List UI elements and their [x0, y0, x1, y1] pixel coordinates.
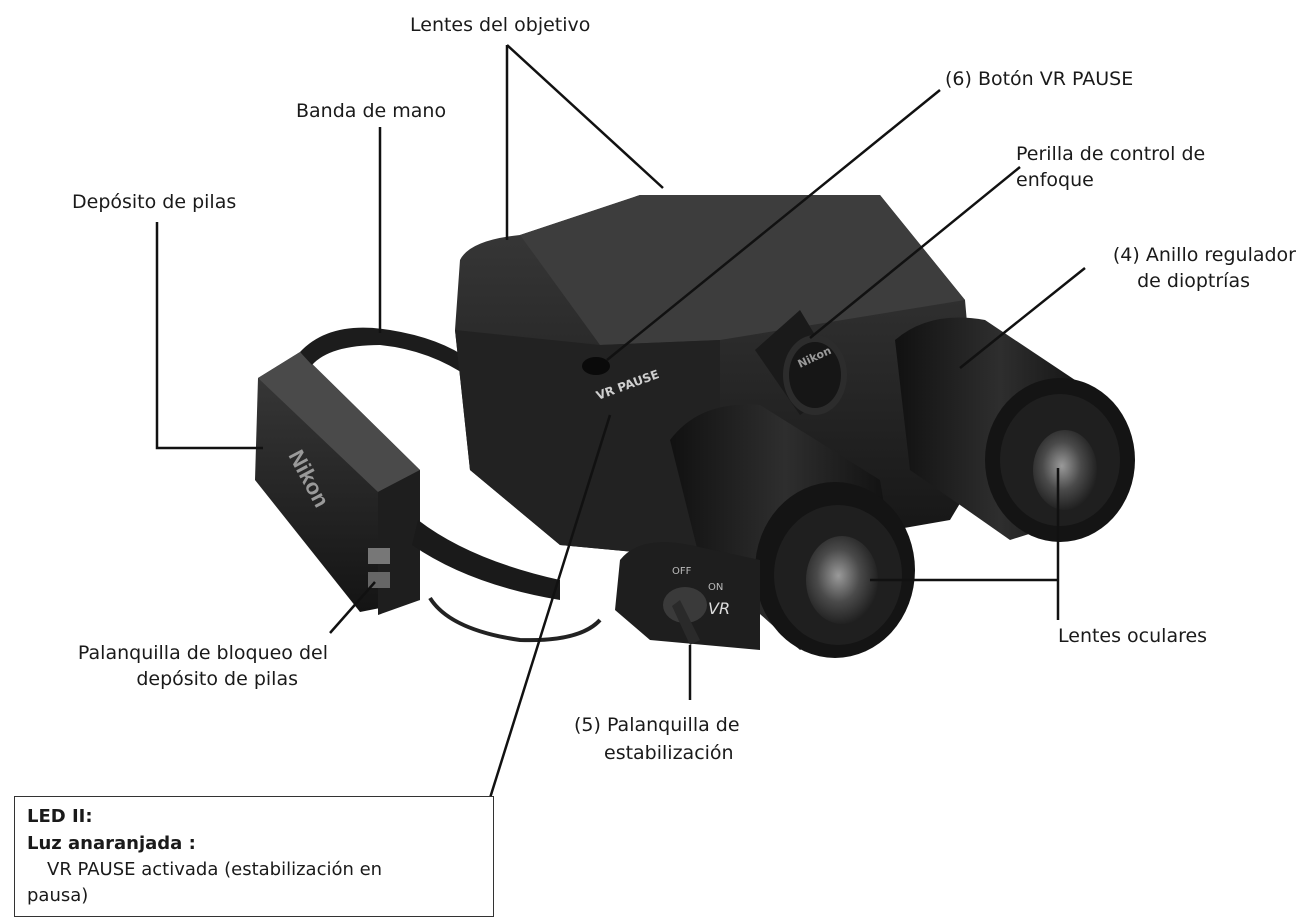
label-vr-pause-button: (6) Botón VR PAUSE [945, 68, 1134, 90]
label-hand-strap: Banda de mano [296, 100, 447, 122]
leader-vr-pause [606, 89, 941, 361]
vr-pause-button-shape [582, 357, 610, 375]
led-subtitle: Luz anaranjada : [27, 833, 196, 854]
label-diopter-ring-line1: (4) Anillo regulador [1112, 244, 1296, 266]
switch-vr-marking: VR [708, 599, 730, 618]
stabilization-switch: OFF ON VR [615, 542, 760, 650]
label-battery-holder: Depósito de pilas [72, 191, 237, 213]
led-info-box: LED II: Luz anaranjada : VR PAUSE activa… [14, 796, 494, 917]
leader-focus-knob [809, 166, 1021, 339]
battery-holder: Nikon [255, 352, 420, 615]
label-objective-lenses: Lentes del objetivo [410, 14, 591, 36]
leader-battery-lock [329, 581, 376, 634]
leader-diopter-ring [959, 267, 1086, 369]
focus-knob: Nikon [755, 310, 847, 415]
label-diopter-ring-line2: de dioptrías [1137, 270, 1250, 292]
leader-battery-holder [155, 222, 263, 450]
label-battery-lock-line2: depósito de pilas [136, 668, 298, 690]
led-title: LED II: [27, 806, 93, 827]
label-focus-knob-line1: Perilla de control de [1016, 143, 1206, 165]
led-description-line1: VR PAUSE activada (estabilización en [47, 859, 383, 880]
leader-led [488, 414, 612, 799]
leader-lines [155, 44, 1086, 799]
switch-on-marking: ON [708, 582, 723, 593]
label-focus-knob-line2: enfoque [1016, 169, 1094, 191]
label-battery-lock-line1: Palanquilla de bloqueo del [77, 642, 328, 664]
label-stabilization-line1: (5) Palanquilla de [574, 714, 740, 736]
label-stabilization-line2: estabilización [604, 742, 734, 764]
hand-strap [300, 327, 602, 643]
left-eyepiece [670, 404, 915, 658]
switch-off-marking: OFF [672, 566, 692, 577]
right-eyepiece [895, 317, 1135, 542]
led-description-line2: pausa) [27, 885, 89, 906]
leader-objective-right [506, 44, 664, 189]
label-eyepiece-lenses: Lentes oculares [1058, 625, 1208, 647]
